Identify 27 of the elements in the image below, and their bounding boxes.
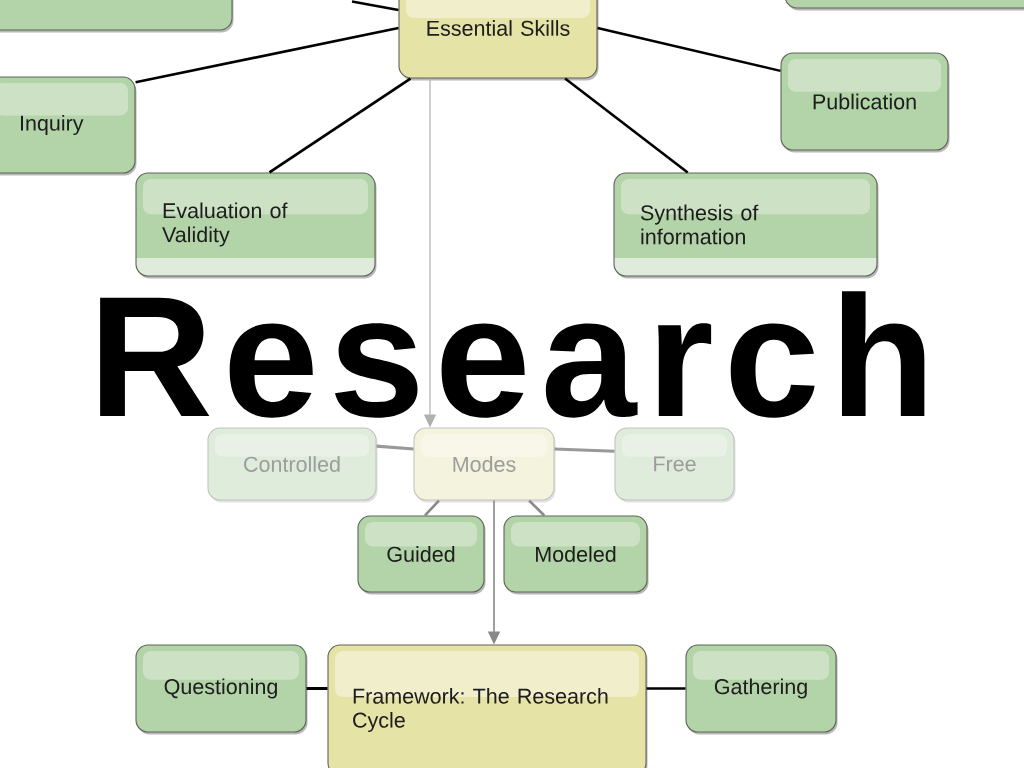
concept-box: Questioning [135,644,308,735]
connector-line [376,444,414,451]
concept-box: Modeled [503,515,649,595]
connector-line [564,77,689,174]
connector-line [268,77,412,174]
concept-box [784,0,1024,11]
connector-line [135,26,399,84]
connector-line [424,499,440,517]
concept-box: Framework: The Research Cycle [327,644,648,768]
concept-box: Modes [413,427,556,503]
concept-box: Guided [357,515,486,595]
concept-box: Publication [780,52,950,153]
concept-box: Synthesis of information [613,172,879,279]
connector-line [646,687,686,690]
concept-box: Inquiry [0,76,137,176]
title: Research [100,291,925,418]
concept-box: Gathering [685,644,838,735]
connector-line [528,499,546,517]
concept-box: Essential Skills [398,0,599,81]
concept-box: Evaluation of Validity [135,172,377,279]
connector-line [306,687,328,690]
connector-line [597,26,781,73]
connector-line [351,0,399,12]
concept-box: Free [614,427,736,503]
connector-line [554,447,615,453]
concept-box: Controlled [207,427,378,503]
concept-box [0,0,234,33]
